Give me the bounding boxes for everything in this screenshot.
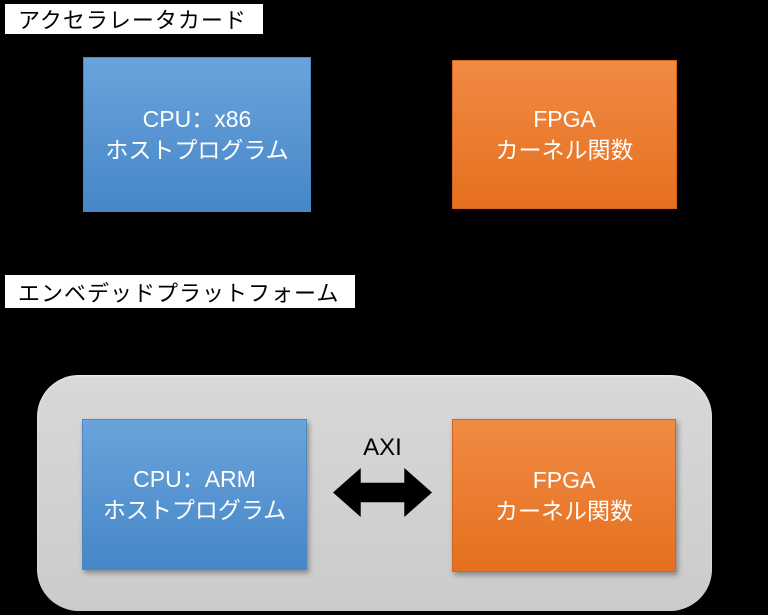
accelerator-card-label: アクセラレータカード <box>5 4 263 34</box>
x86-cpu-line1: CPU：x86 <box>142 105 252 132</box>
x86-cpu-host-box: CPU：x86 ホストプログラム <box>83 57 311 212</box>
fpga-top-line2: カーネル関数 <box>495 136 634 163</box>
arm-cpu-host-box: CPU：ARM ホストプログラム <box>82 419 307 570</box>
fpga-top-line1: FPGA <box>533 105 596 132</box>
fpga-kernel-box-top: FPGA カーネル関数 <box>452 60 677 209</box>
embedded-platform-label: エンベデッドプラットフォーム <box>5 275 355 308</box>
fpga-bottom-line2: カーネル関数 <box>495 497 633 524</box>
arm-cpu-line1: CPU：ARM <box>133 465 256 492</box>
axi-bus-label: AXI <box>363 434 402 461</box>
x86-cpu-line2: ホストプログラム <box>105 136 289 163</box>
fpga-bottom-line1: FPGA <box>532 466 596 493</box>
fpga-kernel-box-bottom: FPGA カーネル関数 <box>452 419 676 572</box>
embedded-platform-container: CPU：ARM ホストプログラム AXI FPGA カーネル関数 <box>37 375 712 611</box>
arm-cpu-line2: ホストプログラム <box>102 496 287 523</box>
axi-double-arrow-icon <box>333 468 432 517</box>
